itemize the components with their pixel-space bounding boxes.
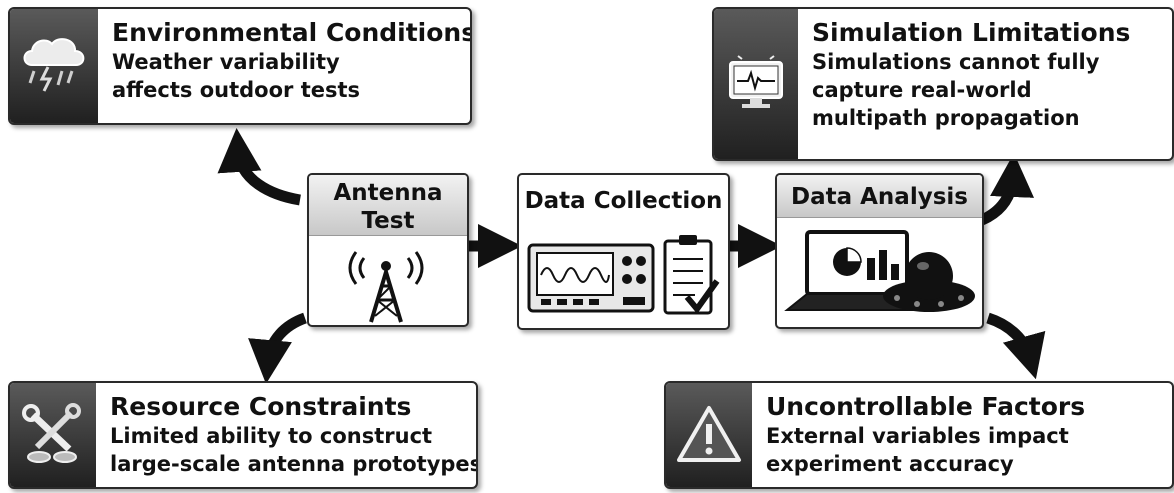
arrow-to-uncontrollable xyxy=(986,312,1046,380)
callout-title: Simulation Limitations xyxy=(812,18,1131,47)
stage-data-collection: Data Collection xyxy=(517,173,730,330)
callout-line: experiment accuracy xyxy=(766,452,1014,476)
callout-line: Limited ability to construct xyxy=(110,424,433,448)
icon-panel xyxy=(10,383,96,487)
arrow-to-environmental xyxy=(217,128,301,206)
callout-line: capture real-world xyxy=(812,78,1032,102)
arrow-to-simulation xyxy=(979,153,1035,226)
icon-panel xyxy=(666,383,752,487)
stage-title: Data Collection xyxy=(524,188,723,214)
callout-line: affects outdoor tests xyxy=(112,78,361,102)
clipboard-checklist-icon xyxy=(663,235,720,315)
callout-title: Resource Constraints xyxy=(110,392,412,421)
stage-data-analysis: Data Analysis xyxy=(775,173,984,329)
stage-antenna-test: Antenna Test xyxy=(307,173,469,327)
stage-title: Antenna Test xyxy=(309,175,467,236)
callout-line: large-scale antenna prototypes xyxy=(110,452,478,476)
callout-uncontrollable: Uncontrollable Factors External variable… xyxy=(664,381,1174,489)
tools-icon xyxy=(22,403,81,463)
callout-line: multipath propagation xyxy=(812,106,1080,130)
callout-title: Environmental Conditions xyxy=(112,18,472,47)
stage-title-line: Test xyxy=(361,208,415,234)
icon-panel xyxy=(10,9,98,123)
callout-line: Weather variability xyxy=(112,50,340,74)
antenna-tower-icon xyxy=(348,251,424,323)
arrow-to-resource xyxy=(248,312,308,384)
callout-environmental: Environmental Conditions Weather variabi… xyxy=(8,7,472,125)
callout-resource: Resource Constraints Limited ability to … xyxy=(8,381,478,489)
callout-line: External variables impact xyxy=(766,424,1069,448)
monitor-signal-icon xyxy=(729,55,783,108)
data-analysis-icons xyxy=(784,230,975,312)
stage-title-line: Antenna xyxy=(333,180,443,206)
storm-cloud-icon xyxy=(23,38,85,92)
callout-simulation: Simulation Limitations Simulations canno… xyxy=(712,7,1174,161)
data-collection-icons xyxy=(527,235,720,315)
warning-icon xyxy=(677,406,741,462)
icon-panel xyxy=(714,9,798,159)
stage-title: Data Analysis xyxy=(777,175,982,218)
ufo-icon xyxy=(883,252,975,312)
callout-title: Uncontrollable Factors xyxy=(766,392,1086,421)
callout-line: Simulations cannot fully xyxy=(812,50,1100,74)
oscilloscope-icon xyxy=(527,243,655,313)
